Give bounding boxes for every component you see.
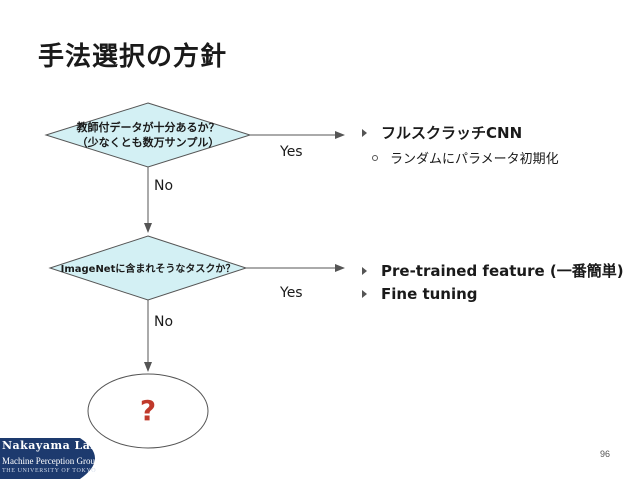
bullet-triangle-icon: [362, 128, 367, 137]
outcome-1-sub-bullet: ランダムにパラメータ初期化: [372, 148, 559, 167]
outcome-2-text-1: Pre-trained feature (一番簡単): [381, 262, 624, 280]
outcome-1-sub-text: ランダムにパラメータ初期化: [390, 152, 559, 167]
bullet-triangle-icon: [362, 266, 367, 275]
decision-1-line-1: 教師付データが十分あるか？: [76, 120, 220, 134]
decision-2-line-1: ImageNetに含まれそうなタスクか？: [61, 262, 236, 275]
outcome-2-text-2: Fine tuning: [381, 285, 478, 303]
terminal-ellipse: [87, 373, 209, 449]
outcome-2-bullet-2: Fine tuning: [362, 285, 478, 303]
edge-label-yes-2: Yes: [280, 285, 303, 301]
decision-1-line-2: （少なくとも数万サンプル）: [77, 135, 220, 149]
outcome-1-text: フルスクラッチCNN: [381, 124, 523, 142]
edge-label-no-1: No: [154, 178, 174, 194]
terminal-question-mark: ?: [140, 394, 156, 427]
slide-title: 手法選択の方針: [38, 42, 228, 72]
outcome-1-bullet: フルスクラッチCNN: [362, 122, 522, 143]
edge-label-no-2: No: [154, 314, 174, 330]
bullet-triangle-icon: [362, 290, 367, 298]
bullet-circle-icon: [372, 154, 378, 161]
page-number: 96: [600, 449, 611, 459]
lab-group: Machine Perception Group: [2, 456, 100, 466]
decision-1-diamond: [44, 102, 252, 168]
lab-name: Nakayama Lab.: [2, 439, 103, 452]
edge-label-yes-1: Yes: [280, 144, 303, 160]
lab-logo-background: [0, 438, 95, 479]
outcome-2-bullet-1: Pre-trained feature (一番簡単): [362, 260, 624, 281]
lab-university: THE UNIVERSITY OF TOKYO: [2, 468, 97, 474]
